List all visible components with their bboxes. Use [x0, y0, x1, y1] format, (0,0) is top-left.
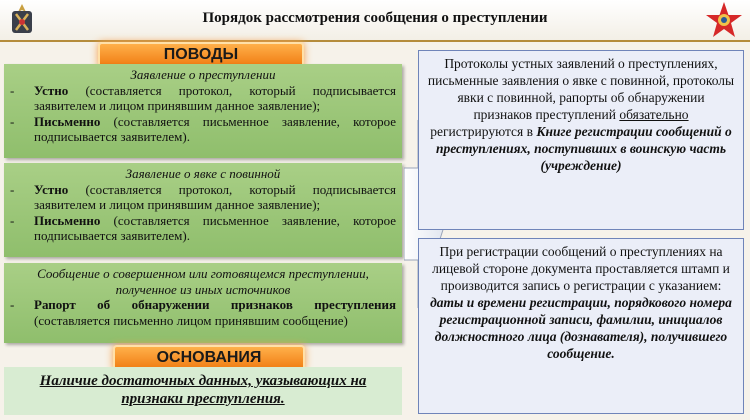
statement-surrender-block: Заявление о явке с повинной - Устно (сос…	[4, 163, 402, 257]
item-text: Устно (составляется протокол, который по…	[34, 82, 396, 114]
emphasis-text: даты и времени регистрации, порядкового …	[430, 295, 732, 361]
dash-marker: -	[10, 181, 15, 197]
list-item: - Рапорт об обнаружении признаков престу…	[10, 297, 396, 328]
item-text: Рапорт об обнаружении признаков преступл…	[34, 297, 396, 328]
statement-crime-block: Заявление о преступлении - Устно (состав…	[4, 64, 402, 158]
box-text: Протоколы устных заявлений о преступлени…	[427, 56, 735, 122]
other-sources-block: Сообщение о совершенном или готовящемся …	[4, 263, 402, 343]
item-text: Устно (составляется протокол, который по…	[34, 181, 396, 213]
list-item: - Письменно (составляется письменное зая…	[10, 213, 396, 244]
grounds-box: Наличие достаточных данных, указывающих …	[4, 367, 402, 415]
dash-marker: -	[10, 113, 15, 129]
block-heading: Заявление о явке с повинной	[125, 166, 281, 181]
registration-book-box: Протоколы устных заявлений о преступлени…	[418, 50, 744, 230]
dash-marker: -	[10, 82, 15, 98]
block-heading: Заявление о преступлении	[130, 67, 276, 82]
military-emblem-icon	[12, 4, 32, 33]
item-text: Письменно (составляется письменное заявл…	[34, 212, 396, 244]
dash-marker: -	[10, 212, 15, 228]
dash-marker: -	[10, 297, 15, 312]
red-star-emblem-icon	[706, 2, 742, 37]
box-text: регистрируются в	[430, 124, 537, 139]
registration-stamp-box: При регистрации сообщений о преступления…	[418, 238, 744, 414]
underlined-word: обязательно	[619, 107, 689, 122]
block-heading: Сообщение о совершенном или готовящемся …	[37, 266, 369, 297]
header-bar: Порядок рассмотрения сообщения о преступ…	[0, 0, 750, 42]
box-text: При регистрации сообщений о преступления…	[432, 244, 730, 293]
page-title: Порядок рассмотрения сообщения о преступ…	[202, 10, 548, 26]
item-text: Письменно (составляется письменное заявл…	[34, 113, 396, 145]
list-item: - Письменно (составляется письменное зая…	[10, 114, 396, 145]
list-item: - Устно (составляется протокол, который …	[10, 83, 396, 114]
list-item: - Устно (составляется протокол, который …	[10, 182, 396, 213]
emphasis-text: Книге регистрации сообщений о преступлен…	[435, 124, 732, 173]
